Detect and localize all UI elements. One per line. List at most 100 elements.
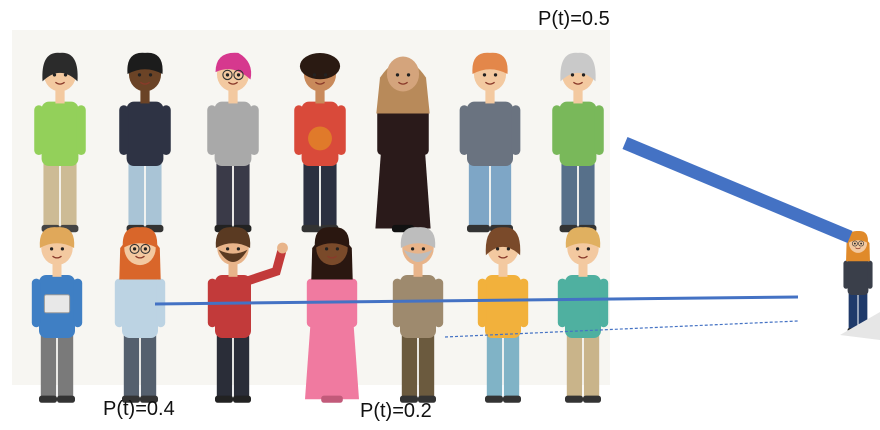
mouth [135,255,145,259]
right-eye [143,247,148,251]
right-shoe [233,395,251,403]
right-leg [60,162,77,229]
person-businesswoman [843,230,873,333]
right-shoe [503,395,521,403]
right-leg [418,334,435,400]
right-arm [161,105,171,155]
right-arm [73,278,83,328]
left-leg [123,334,140,400]
left-arm [377,105,387,155]
left-leg [401,334,418,400]
beard [218,249,248,262]
right-eye [586,247,591,251]
dress [305,275,359,400]
hair [472,52,508,74]
neck [413,262,423,277]
right-eye [860,242,863,245]
left-shoe [485,395,503,403]
left-arm [31,278,41,328]
neck [228,262,238,277]
left-eye [137,73,142,77]
right-eye [60,247,65,251]
right-arm [867,260,873,289]
shoes [321,395,343,403]
left-eye [495,247,500,251]
mouth [397,81,409,85]
neck [578,262,588,277]
left-leg [40,334,57,400]
right-eye [335,247,340,251]
person-hijab [375,56,431,233]
left-eye [225,247,230,251]
mouth [52,255,62,259]
glasses-right [858,240,865,247]
person-pink-dress [305,227,359,403]
left-eye [570,73,575,77]
person-bearded-red [207,227,288,403]
right-arm [519,278,529,328]
hair [299,53,341,80]
connection-thin-dashed [444,320,799,338]
right-leg [140,334,157,400]
left-eye [575,247,580,251]
person-redhead-woman [114,227,166,403]
right-eye [506,247,511,251]
person-teal-shirt [557,227,609,403]
right-arm [336,105,346,155]
left-arm [552,105,562,155]
left-arm [843,260,849,289]
mouth [54,81,66,85]
right-eye [323,73,328,77]
torso [565,275,601,338]
person-blue-shirt [31,227,83,403]
right-eye [581,73,586,77]
left-shoe [39,395,57,403]
torso [559,101,597,166]
waving-arm [244,247,287,285]
connection-medium-bottom-left [154,295,799,306]
left-eye [482,73,487,77]
torso [467,101,513,166]
right-leg [583,334,600,400]
hair [122,227,158,248]
left-shoe [122,395,140,403]
right-eye [148,73,153,77]
mouth [227,81,239,85]
target-person [840,230,880,340]
neck [55,88,65,104]
right-arm [419,105,429,155]
left-leg [561,162,578,229]
glasses-right [233,69,244,81]
mouth [855,247,861,250]
person-yellow-shirt [477,227,529,403]
connections [154,137,853,338]
hair [560,52,596,82]
left-shoe [215,395,233,403]
neck [573,88,583,104]
torso [215,275,251,338]
right-leg [320,162,337,229]
neck [52,262,62,277]
torso [485,275,521,338]
left-eye [312,73,317,77]
person-dark-sweater [119,52,171,233]
mouth [498,255,508,259]
right-arm [76,105,86,155]
left-eye [324,247,329,251]
right-leg [145,162,162,229]
right-shoe [140,395,158,403]
right-arm [599,278,609,328]
left-eye [853,242,856,245]
right-eye [421,247,426,251]
right-eye [236,247,241,251]
left-leg [216,162,233,229]
left-arm [294,105,304,155]
right-arm [249,105,259,155]
person-red-tank [294,53,346,233]
hair [565,227,601,248]
glasses-left [129,243,140,254]
neck [498,262,508,277]
beard [403,249,433,262]
